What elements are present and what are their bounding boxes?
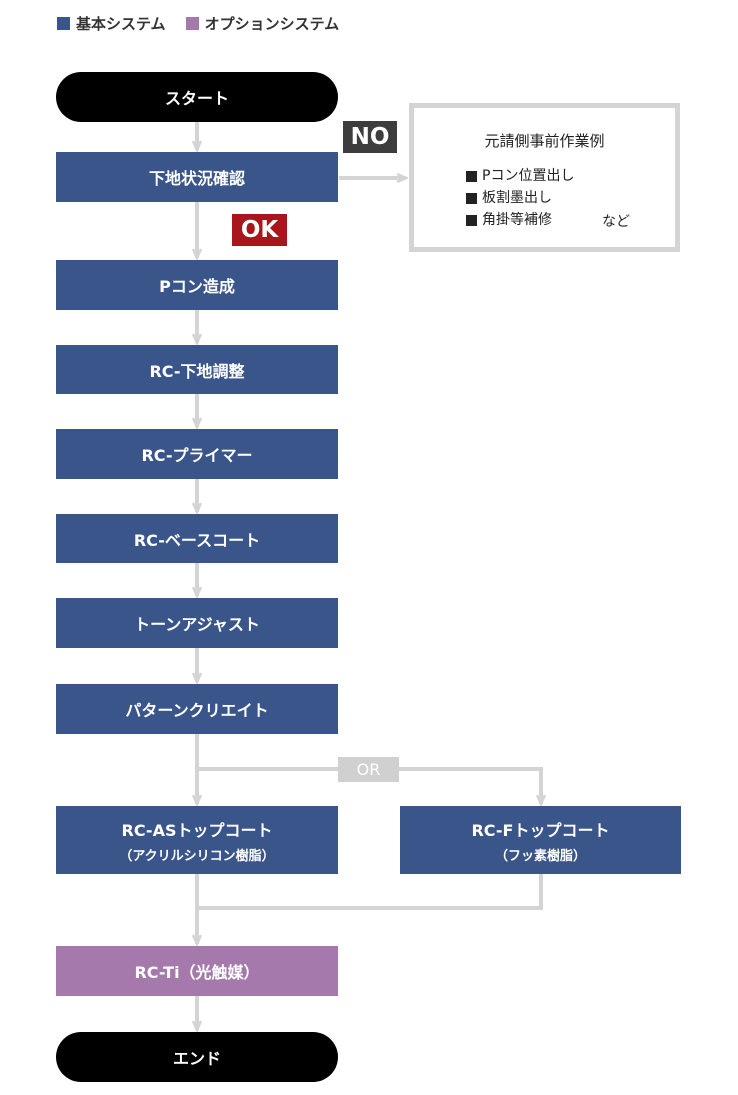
square-bullet-icon [466, 214, 477, 226]
end-node: エンド [56, 1032, 338, 1082]
rc-as-topcoat-sub: （アクリルシリコン樹脂） [119, 848, 275, 864]
inspection-label: 下地状況確認 [148, 169, 245, 188]
pcon-step: Pコン造成 [56, 260, 338, 310]
ok-tag: OK [232, 214, 287, 246]
rc-ti-step: RC-Ti（光触媒） [56, 946, 338, 996]
rc-base-adjust-label: RC-下地調整 [149, 361, 245, 381]
prework-panel: 元請側事前作業例 Pコン位置出し 板割墨出し 角掛等補修 など [409, 103, 680, 252]
or-tag: OR [338, 757, 399, 782]
rc-base-coat-label: RC-ベースコート [133, 530, 261, 550]
rc-f-topcoat-sub: （フッ素樹脂） [494, 848, 586, 864]
rc-f-topcoat-title: RC-Fトップコート [471, 820, 610, 840]
rc-as-topcoat-step: RC-ASトップコート （アクリルシリコン樹脂） [56, 806, 338, 874]
start-node: スタート [56, 72, 338, 122]
pattern-create-label: パターンクリエイト [125, 701, 269, 720]
end-label: エンド [172, 1049, 221, 1068]
ok-tag-label: OK [240, 217, 279, 243]
list-item: 角掛等補修 [466, 209, 574, 231]
prework-item-label: 板割墨出し [482, 190, 552, 206]
no-tag: NO [343, 121, 397, 153]
list-item: 板割墨出し [466, 187, 574, 209]
or-tag-label: OR [356, 760, 381, 779]
legend-option-swatch [185, 16, 199, 30]
rc-f-topcoat-step: RC-Fトップコート （フッ素樹脂） [400, 806, 681, 874]
rc-primer-label: RC-プライマー [141, 446, 253, 465]
tone-adjust-label: トーンアジャスト [134, 615, 260, 634]
legend-basic-swatch [57, 16, 70, 30]
pattern-create-step: パターンクリエイト [56, 684, 338, 734]
rc-base-coat-step: RC-ベースコート [56, 514, 338, 563]
rc-primer-step: RC-プライマー [56, 429, 338, 479]
start-label: スタート [164, 89, 229, 108]
rc-base-adjust-step: RC-下地調整 [56, 345, 338, 394]
rc-ti-label: RC-Ti（光触媒） [134, 963, 260, 982]
tone-adjust-step: トーンアジャスト [56, 598, 338, 648]
list-item: Pコン位置出し [466, 165, 574, 187]
prework-item-label: 角掛等補修 [482, 212, 552, 228]
prework-list: Pコン位置出し 板割墨出し 角掛等補修 [466, 165, 574, 231]
legend-basic-label: 基本システム [76, 14, 166, 33]
no-tag-label: NO [350, 124, 390, 150]
legend-option-label: オプションシステム [204, 14, 340, 33]
square-bullet-icon [466, 170, 477, 182]
prework-title: 元請側事前作業例 [484, 132, 605, 150]
legend-basic: 基本システム [57, 13, 166, 34]
prework-item-label: Pコン位置出し [482, 168, 575, 184]
rc-as-topcoat-title: RC-ASトップコート [121, 820, 273, 840]
square-bullet-icon [466, 192, 477, 204]
legend: 基本システム オプションシステム [57, 12, 359, 34]
prework-suffix: など [602, 214, 630, 230]
legend-option: オプションシステム [185, 13, 340, 34]
inspection-step: 下地状況確認 [56, 152, 338, 202]
pcon-label: Pコン造成 [159, 277, 235, 296]
